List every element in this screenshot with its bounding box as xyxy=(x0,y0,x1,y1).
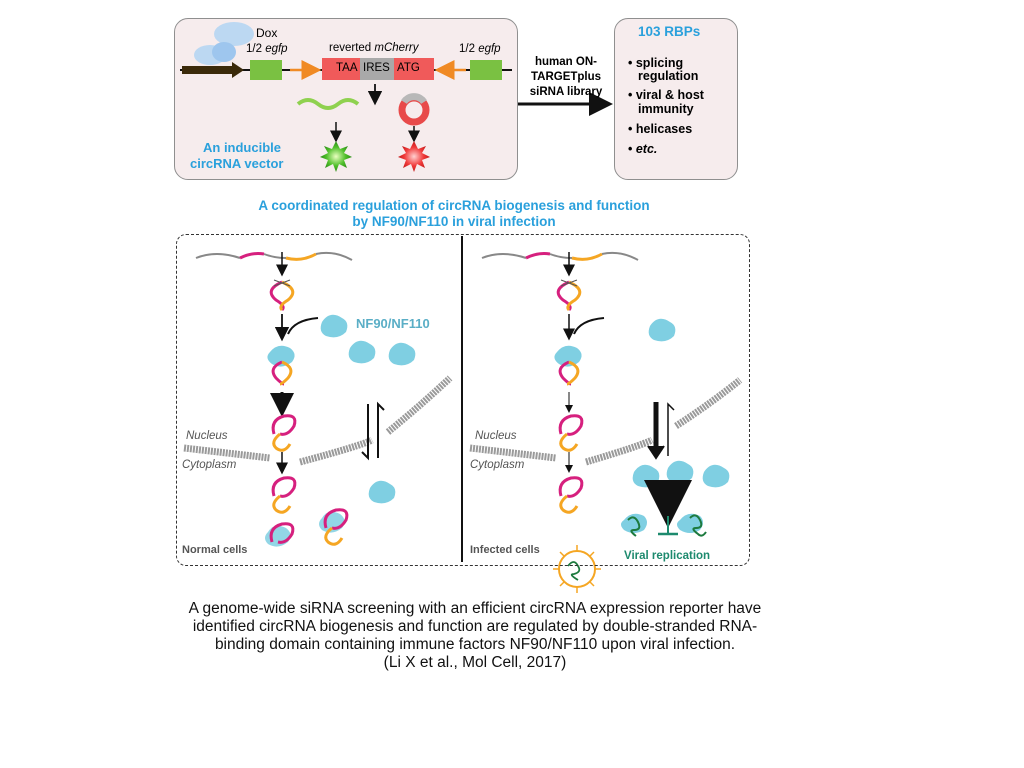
nf90-bound-rna-right xyxy=(554,345,582,386)
viral-rna-complex-icon xyxy=(621,513,707,537)
caption-line3: binding domain containing immune factors… xyxy=(214,636,736,653)
pre-mrna-right xyxy=(481,251,639,261)
rbp-bullet-3: • helicases xyxy=(628,122,693,136)
rbp-panel xyxy=(614,18,738,180)
library-line3: siRNA library xyxy=(529,86,603,98)
caption-line2: identified circRNA biogenesis and functi… xyxy=(192,618,758,635)
vector-title-line1: An inducible xyxy=(203,140,281,155)
infected-cells-label: Infected cells xyxy=(470,544,540,556)
nucleus-label-right: Nucleus xyxy=(475,430,517,442)
rbp-bullet-1: • splicing xyxy=(628,56,684,70)
ires-box xyxy=(360,58,394,80)
atg-label: ATG xyxy=(397,62,420,74)
egfp-right-label: 1/2 egfp xyxy=(459,43,501,55)
circrna-left-cytoplasm xyxy=(271,476,297,514)
caption-line1: A genome-wide siRNA screening with an ef… xyxy=(188,600,762,617)
library-line1: human ON- xyxy=(535,56,597,68)
rbp-bullet-2b: immunity xyxy=(638,102,694,116)
nuclear-membrane-right xyxy=(469,377,743,466)
caption-line4: (Li X et al., Mol Cell, 2017) xyxy=(383,654,567,671)
promoter-arrow-icon xyxy=(182,62,244,78)
circrna-left-nuclear xyxy=(271,414,297,452)
binding-curve-left xyxy=(287,317,319,335)
nuclear-export-arrows-right xyxy=(647,402,675,460)
rbp-bullet-1b: regulation xyxy=(638,69,699,83)
library-line2: TARGETplus xyxy=(530,71,602,83)
viral-replication-label: Viral replication xyxy=(624,550,711,562)
pre-mrna-left xyxy=(195,251,353,261)
panel-divider xyxy=(461,236,463,562)
cytoplasm-label-left: Cytoplasm xyxy=(182,459,237,471)
rbp-bullet-4: • etc. xyxy=(628,142,658,156)
rbp-title: 103 RBPs xyxy=(638,24,701,39)
nuclear-export-arrows-left xyxy=(361,401,385,461)
linear-rna-icon xyxy=(296,98,360,110)
rna-hairpin-left xyxy=(269,279,295,312)
figure-caption: A genome-wide siRNA screening with an ef… xyxy=(140,600,810,672)
ires-label: IRES xyxy=(363,62,390,74)
red-fluorescence-icon xyxy=(398,141,430,172)
reverted-mcherry-label: reverted mCherry xyxy=(329,42,419,54)
rna-hairpin-right xyxy=(556,279,582,312)
dox-label: Dox xyxy=(256,26,278,40)
inhibition-bar-icon xyxy=(658,516,678,536)
green-fluorescence-icon xyxy=(320,141,352,172)
circrna-protein-complex-left xyxy=(265,508,349,547)
cytoplasm-label-right: Cytoplasm xyxy=(470,459,525,471)
nf90-bound-rna-left xyxy=(267,345,295,386)
nucleus-label-left: Nucleus xyxy=(186,430,228,442)
circrna-right-cytoplasm xyxy=(558,476,584,514)
binding-curve-right xyxy=(573,317,605,335)
taa-label: TAA xyxy=(336,62,358,74)
egfp-left-box xyxy=(250,60,282,80)
mechanism-panel xyxy=(176,234,750,566)
nf90-label: NF90/NF110 xyxy=(356,316,430,331)
egfp-right-box xyxy=(470,60,502,80)
normal-cells-label: Normal cells xyxy=(182,544,248,556)
headline-line1: A coordinated regulation of circRNA biog… xyxy=(258,198,650,213)
nf90-protein-icon xyxy=(320,314,416,504)
nf90-protein-right xyxy=(648,318,676,342)
egfp-left-label: 1/2 egfp xyxy=(246,43,288,55)
nf90-cytoplasm-proteins-right xyxy=(632,460,730,488)
nuclear-membrane-left xyxy=(183,375,453,466)
virus-icon xyxy=(553,545,601,593)
rbp-bullet-2: • viral & host xyxy=(628,88,704,102)
vector-title-line2: circRNA vector xyxy=(190,156,284,171)
headline-line2: by NF90/NF110 in viral infection xyxy=(352,214,556,229)
dox-protein-icon xyxy=(194,22,254,65)
circrna-ring-icon xyxy=(398,93,430,126)
circrna-right-nuclear xyxy=(558,414,584,452)
